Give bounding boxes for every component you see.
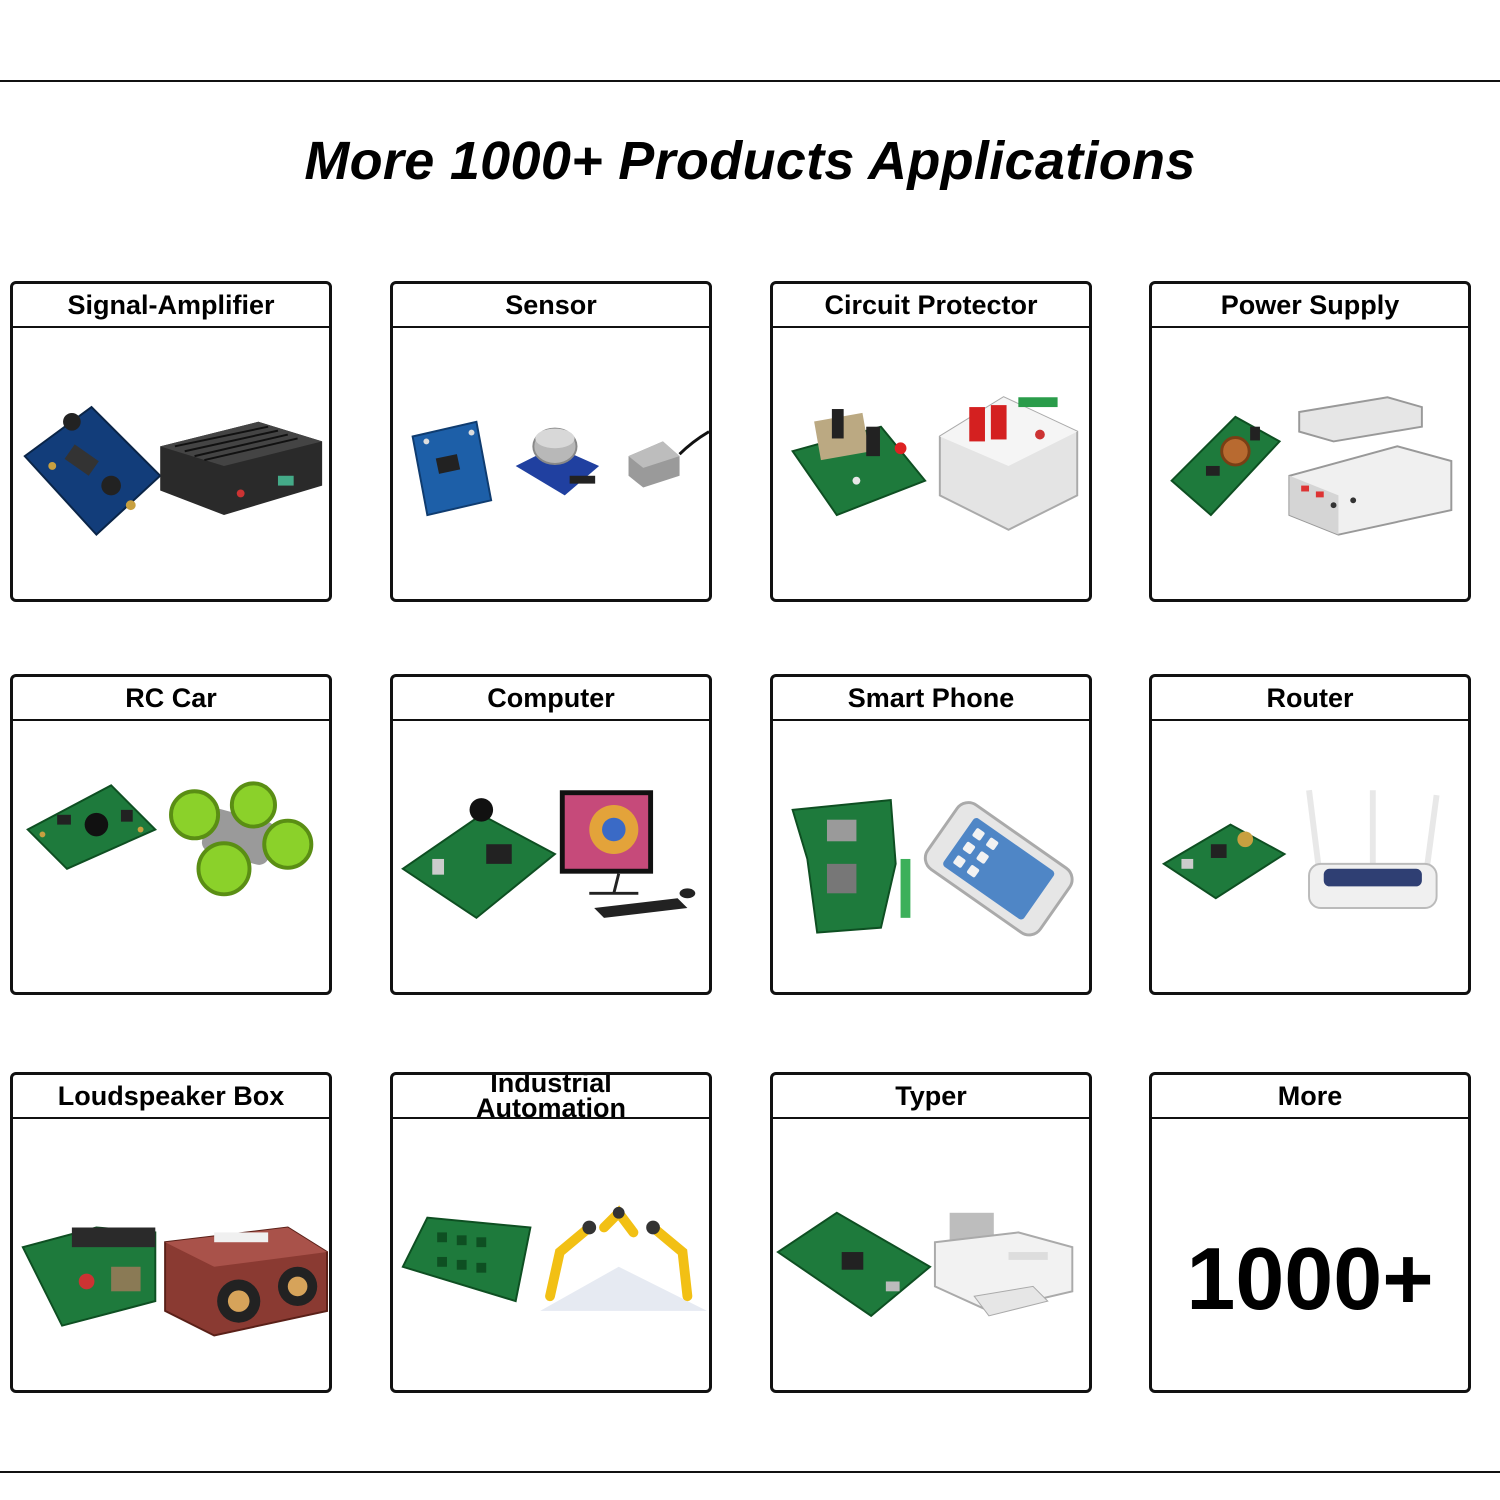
card-image <box>13 328 329 599</box>
card-image <box>393 1119 709 1390</box>
card-image <box>773 721 1089 992</box>
card-rc-car[interactable]: RC Car <box>10 674 332 995</box>
card-label: Computer <box>393 677 709 721</box>
printer-icon <box>933 1212 1074 1317</box>
card-image <box>393 328 709 599</box>
speaker-box-icon <box>164 1226 329 1337</box>
card-power-supply[interactable]: Power Supply <box>1149 281 1471 602</box>
card-more[interactable]: More 1000+ <box>1149 1072 1471 1393</box>
card-image <box>13 1119 329 1390</box>
page-title: More 1000+ Products Applications <box>304 131 1196 191</box>
card-image <box>1152 328 1468 599</box>
circuit-breaker-icon <box>938 396 1079 531</box>
cable-sensor-icon <box>628 430 709 488</box>
pcb-board-icon <box>401 1216 532 1303</box>
card-label: Sensor <box>393 284 709 328</box>
card-loudspeaker-box[interactable]: Loudspeaker Box <box>10 1072 332 1393</box>
card-industrial-automation[interactable]: Industrial Automation <box>390 1072 712 1393</box>
card-label: More <box>1152 1075 1468 1119</box>
top-divider <box>0 80 1500 82</box>
card-label: Signal-Amplifier <box>13 284 329 328</box>
card-label: Circuit Protector <box>773 284 1089 328</box>
pcb-board-icon <box>776 1211 932 1318</box>
card-signal-amplifier[interactable]: Signal-Amplifier <box>10 281 332 602</box>
gas-sensor-icon <box>515 427 600 496</box>
card-image: 1000+ <box>1152 1119 1468 1390</box>
pcb-board-icon <box>1161 823 1287 900</box>
card-image <box>13 721 329 992</box>
power-supply-unit-icon <box>1288 396 1453 536</box>
sensor-module-icon <box>411 420 493 517</box>
pcb-board-icon <box>23 405 162 537</box>
card-label: Power Supply <box>1152 284 1468 328</box>
card-label: Smart Phone <box>773 677 1089 721</box>
card-image <box>773 328 1089 599</box>
pcb-board-icon <box>1170 415 1282 517</box>
pcb-switch-icon <box>791 409 927 517</box>
card-image <box>1152 721 1468 992</box>
monitor-keyboard-icon <box>559 790 696 918</box>
card-typer[interactable]: Typer <box>770 1072 1092 1393</box>
card-label: RC Car <box>13 677 329 721</box>
wifi-router-icon <box>1306 789 1440 910</box>
card-label: Loudspeaker Box <box>13 1075 329 1119</box>
card-label: Industrial Automation <box>393 1075 709 1122</box>
pcb-board-icon <box>26 784 158 870</box>
pcb-board-icon <box>401 798 557 920</box>
card-image <box>393 721 709 992</box>
pcb-board-icon <box>791 798 911 934</box>
smartphone-icon <box>923 801 1074 937</box>
card-router[interactable]: Router <box>1149 674 1471 995</box>
card-label: Router <box>1152 677 1468 721</box>
card-image <box>773 1119 1089 1390</box>
pcb-board-icon <box>21 1226 157 1327</box>
robot-arm-icon <box>540 1205 708 1311</box>
rc-car-icon <box>169 781 314 897</box>
big-count: 1000+ <box>1186 1229 1434 1328</box>
bottom-divider <box>0 1471 1500 1473</box>
card-computer[interactable]: Computer <box>390 674 712 995</box>
card-smart-phone[interactable]: Smart Phone <box>770 674 1092 995</box>
card-sensor[interactable]: Sensor <box>390 281 712 602</box>
amplifier-box-icon <box>160 421 323 516</box>
card-label: Typer <box>773 1075 1089 1119</box>
card-circuit-protector[interactable]: Circuit Protector <box>770 281 1092 602</box>
